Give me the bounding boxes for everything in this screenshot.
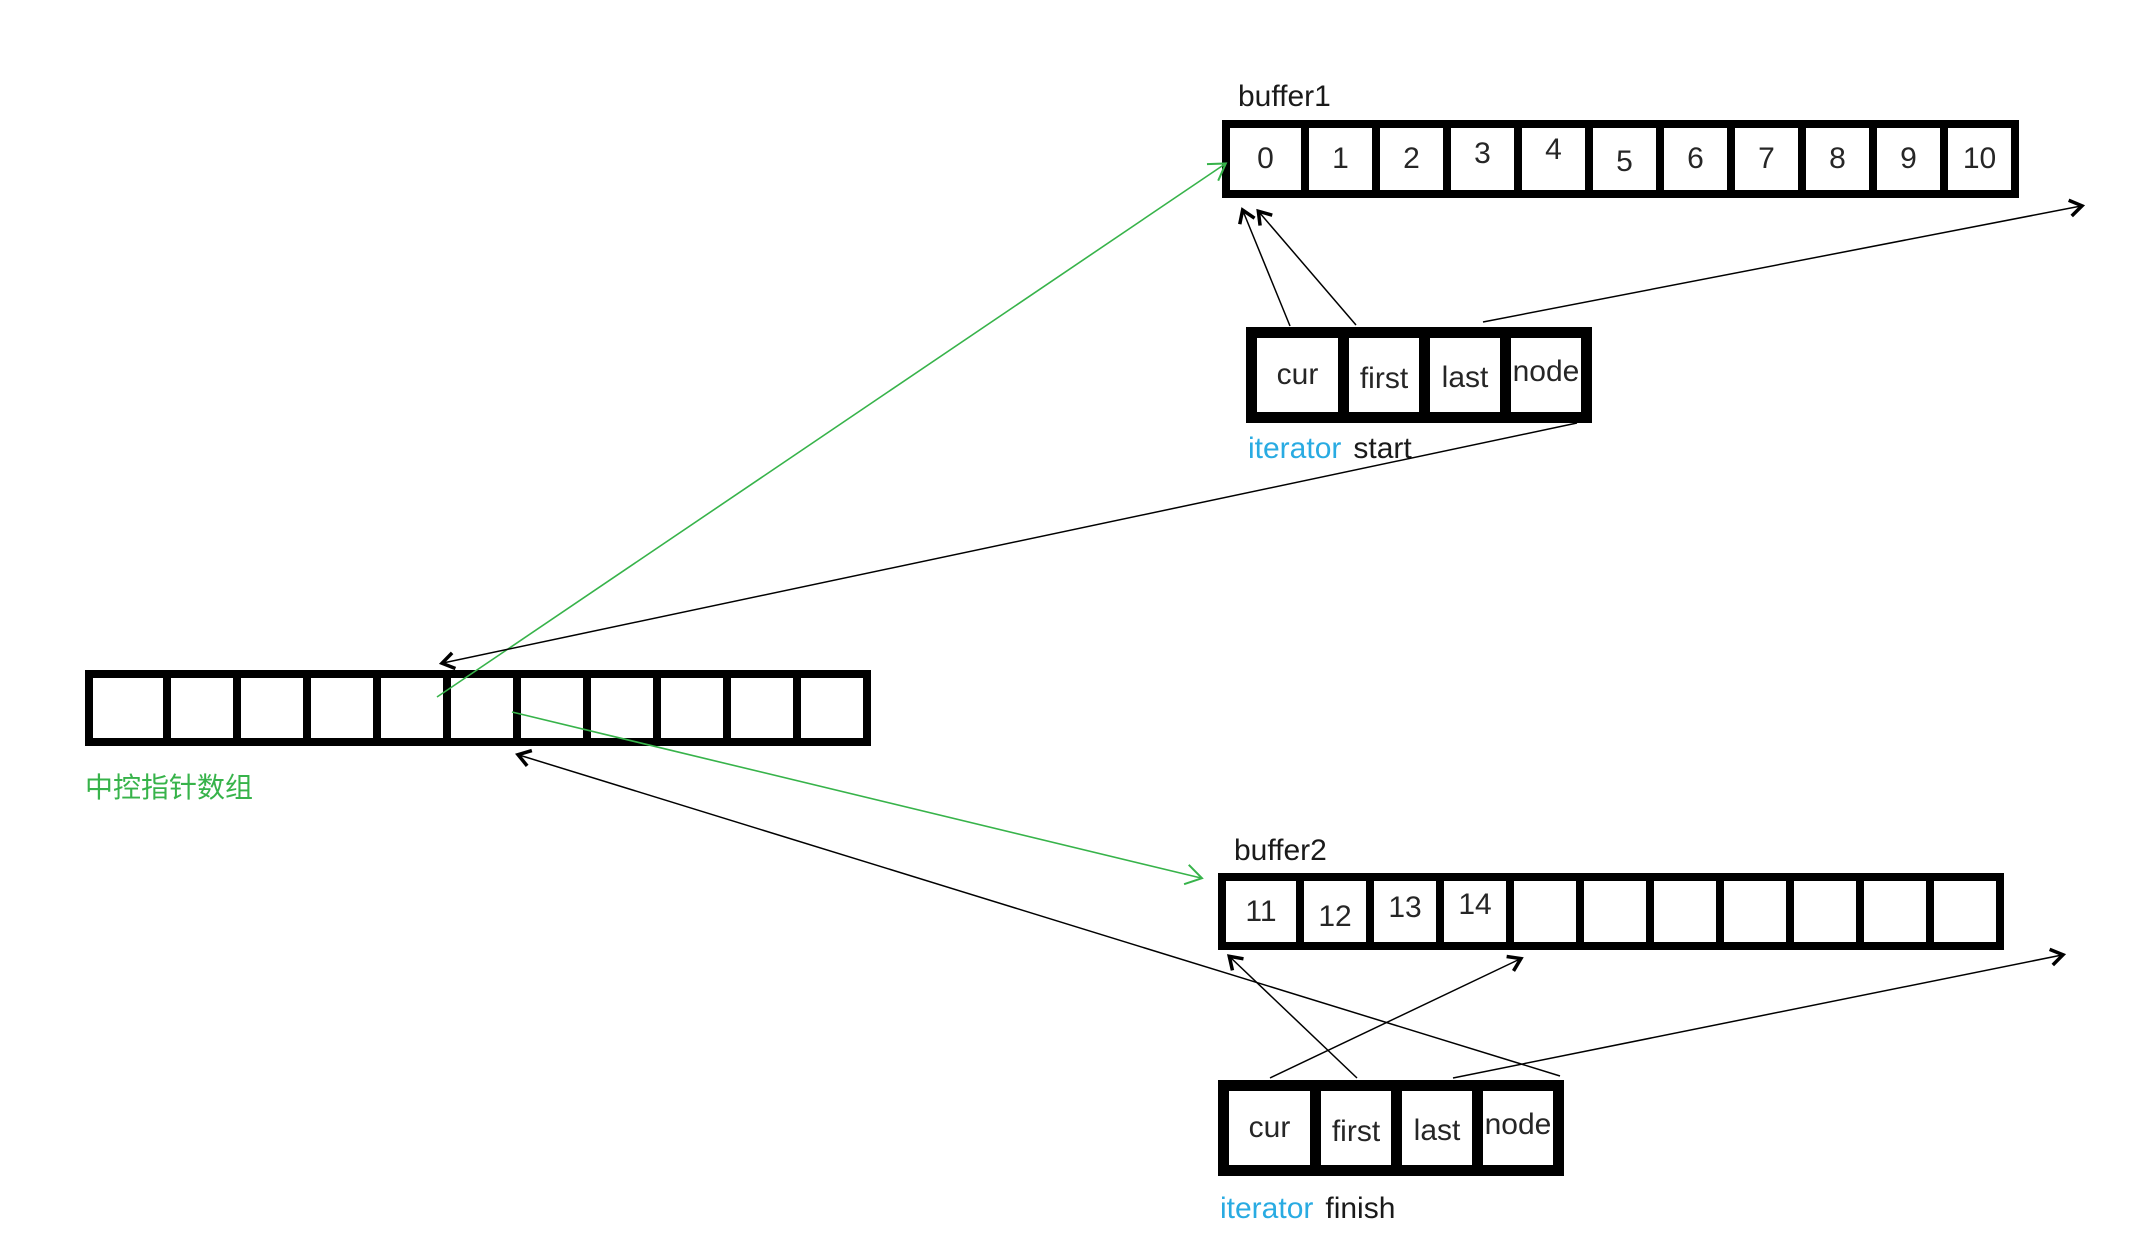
iterator-start-field-cur: cur	[1276, 358, 1319, 391]
iterator-start-label: iterator start	[1248, 432, 1412, 466]
map-array-label: 中控指针数组	[85, 772, 254, 803]
buffer2-cell	[1856, 881, 1926, 942]
arrow-finish-last-to-buffer2-end	[1452, 947, 2067, 1079]
iterator-start-name: start	[1353, 432, 1412, 465]
iterator-keyword: iterator	[1248, 432, 1342, 465]
buffer1-cell: 9	[1869, 128, 1940, 190]
buffer1-cell: 6	[1656, 128, 1727, 190]
map-cell	[443, 678, 513, 738]
buffer2-cell: 12	[1296, 881, 1366, 942]
iterator-start-field-last: last	[1419, 338, 1500, 412]
buffer2-cell: 14	[1436, 881, 1506, 942]
arrow-start-first-to-buffer1-begin	[1256, 208, 1357, 326]
buffer1-cell: 1	[1301, 128, 1372, 190]
map-cell	[653, 678, 723, 738]
buffer2-array: 11 12 13 14	[1218, 873, 2004, 950]
iterator-start-box: cur first last node	[1246, 327, 1592, 423]
buffer2-cell	[1926, 881, 1996, 942]
iterator-finish-label: iterator finish	[1220, 1192, 1395, 1226]
map-cell	[303, 678, 373, 738]
buffer1-cell: 0	[1257, 142, 1274, 175]
buffer1-cell: 4	[1514, 128, 1585, 190]
arrow-map-cell4-to-buffer1	[436, 162, 1228, 698]
map-cell	[723, 678, 793, 738]
iterator-finish-name: finish	[1325, 1192, 1396, 1225]
map-cell	[583, 678, 653, 738]
buffer1-array: 0 1 2 3 4 5 6 7 8 9 10	[1222, 120, 2019, 198]
buffer2-cell	[1576, 881, 1646, 942]
iterator-start-field-first: first	[1338, 338, 1419, 412]
map-pointer-array	[85, 670, 871, 746]
buffer2-cell: 11	[1245, 894, 1277, 928]
map-cell	[93, 678, 163, 738]
arrow-finish-first-to-buffer2-begin	[1226, 954, 1358, 1079]
buffer2-cell: 13	[1366, 881, 1436, 942]
buffer2-cell	[1786, 881, 1856, 942]
buffer1-cell: 5	[1585, 128, 1656, 190]
buffer2-cell	[1716, 881, 1786, 942]
buffer2-cell	[1506, 881, 1576, 942]
map-cell	[513, 678, 583, 738]
iterator-finish-field-cur: cur	[1248, 1111, 1291, 1144]
iterator-finish-box: cur first last node	[1218, 1080, 1564, 1176]
buffer1-cell: 10	[1940, 128, 2011, 190]
buffer1-cell: 3	[1443, 128, 1514, 190]
iterator-finish-field-last: last	[1391, 1091, 1472, 1165]
buffer1-label: buffer1	[1238, 80, 1331, 113]
arrow-start-cur-to-buffer1-begin	[1238, 207, 1291, 327]
buffer2-label: buffer2	[1234, 834, 1327, 867]
map-cell	[233, 678, 303, 738]
map-cell	[373, 678, 443, 738]
iterator-finish-field-node: node	[1472, 1091, 1553, 1165]
buffer1-cell: 7	[1727, 128, 1798, 190]
map-cell	[793, 678, 863, 738]
iterator-keyword: iterator	[1220, 1192, 1314, 1225]
arrow-finish-cur-to-buffer2-cell4	[1269, 954, 1524, 1079]
iterator-finish-field-first: first	[1310, 1091, 1391, 1165]
buffer1-cell: 2	[1372, 128, 1443, 190]
buffer2-cell	[1646, 881, 1716, 942]
arrow-start-last-to-buffer1-end	[1482, 198, 2086, 323]
map-cell	[163, 678, 233, 738]
iterator-start-field-node: node	[1500, 338, 1581, 412]
buffer1-cell: 8	[1798, 128, 1869, 190]
